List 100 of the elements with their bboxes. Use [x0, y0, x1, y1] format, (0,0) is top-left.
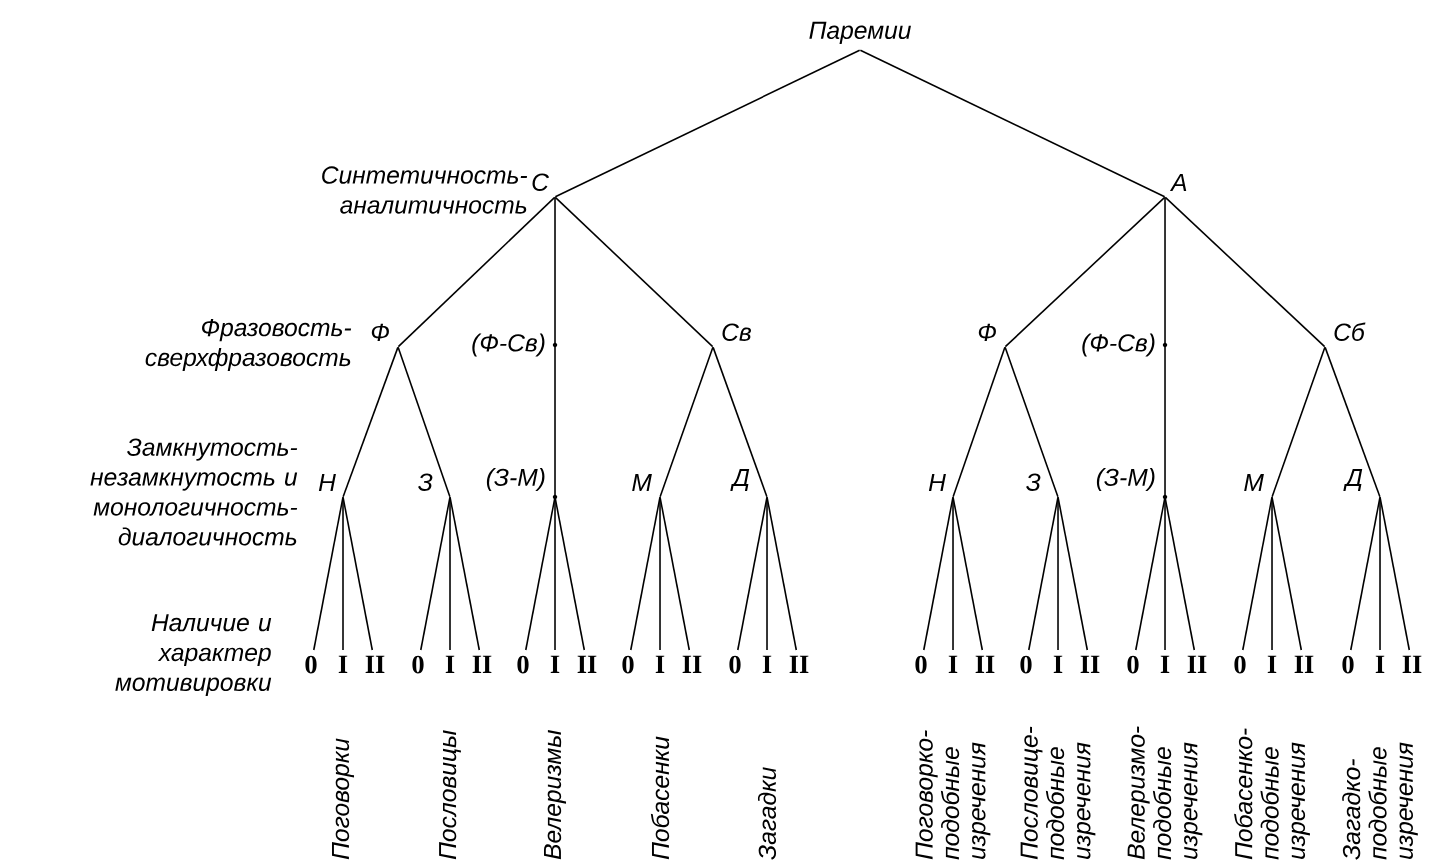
leaf-label: II — [577, 655, 597, 673]
leaf-label: II — [365, 655, 385, 673]
leaf-label: II — [789, 655, 809, 673]
leaf-label: II — [1080, 655, 1100, 673]
tree-line — [449, 496, 451, 651]
node-label: З — [418, 473, 433, 491]
leaf-label: I — [550, 655, 560, 673]
category-label: Побасенко- подобные изречения — [1234, 728, 1310, 860]
leaf-label: 0 — [729, 655, 741, 674]
tree-line — [1379, 496, 1381, 651]
leaf-label: II — [1294, 655, 1314, 673]
category-label: Поговорки — [332, 738, 354, 860]
tree-line — [1004, 346, 1059, 498]
leaf-label: II — [472, 655, 492, 673]
tree-line — [342, 346, 399, 498]
tree-line — [952, 496, 954, 651]
leaf-label: 0 — [1234, 655, 1246, 674]
tree-line — [1164, 496, 1196, 651]
tree-line — [554, 49, 861, 198]
leaf-label: I — [1160, 655, 1170, 673]
tree-line — [1271, 346, 1326, 498]
node-label: Паремии — [809, 21, 911, 44]
tree-line — [952, 496, 984, 651]
leaf-label: II — [1187, 655, 1207, 673]
category-label: Велеризмы — [544, 730, 566, 860]
node-label: Н — [318, 474, 336, 491]
tree-line — [659, 346, 714, 498]
node-label: (З-М) — [486, 468, 558, 500]
tree-line — [659, 496, 661, 651]
leaf-label: I — [445, 655, 455, 673]
tree-line — [449, 496, 481, 651]
node-label: Д — [1343, 469, 1363, 491]
tree-line — [554, 344, 556, 498]
node-label: Сб — [1334, 322, 1366, 341]
node-label: З — [1026, 473, 1041, 491]
tree-line — [766, 496, 768, 651]
leaf-label: 0 — [305, 655, 317, 674]
node-label: А — [1169, 174, 1187, 191]
tree-line — [1164, 496, 1166, 651]
tree-line — [1057, 496, 1059, 651]
level-label: Наличие и характер мотивировки — [115, 614, 272, 696]
tree-line — [554, 196, 556, 346]
tree-line — [712, 346, 768, 498]
tree-line — [554, 496, 556, 651]
leaf-label: I — [1053, 655, 1063, 673]
tree-line — [1271, 496, 1273, 651]
node-label: Н — [928, 474, 946, 491]
node-label: Ф — [978, 323, 996, 341]
leaf-label: I — [1375, 655, 1385, 673]
tree-line — [342, 496, 374, 651]
node-label: (Ф-Св) — [472, 333, 558, 357]
category-label: Пословицы — [439, 730, 461, 860]
category-label: Загадки — [757, 767, 777, 860]
tree-line — [554, 196, 714, 348]
leaf-label: 0 — [1127, 655, 1139, 674]
leaf-label: 0 — [517, 655, 529, 674]
category-label: Поговорко- подобные изречения — [915, 730, 991, 860]
tree-line — [1324, 346, 1381, 498]
tree-line — [397, 346, 451, 498]
tree-line — [1004, 196, 1166, 348]
leaf-label: II — [1402, 655, 1422, 673]
tree-line — [1164, 196, 1166, 346]
tree-line — [859, 49, 1166, 198]
node-label: М — [1244, 474, 1264, 491]
level-label: Фразовость- сверхфразовость — [145, 319, 352, 371]
node-label: С — [532, 173, 550, 191]
leaf-label: 0 — [915, 655, 927, 674]
leaf-label: I — [1267, 655, 1277, 673]
tree-line — [554, 496, 586, 651]
node-label: (З-М) — [1096, 468, 1168, 500]
category-label: Побасенки — [650, 736, 670, 860]
tree-line — [1271, 496, 1303, 651]
leaf-label: 0 — [622, 655, 634, 674]
tree-line — [1164, 344, 1166, 498]
category-label: Загадко- подобные изречения — [1342, 742, 1418, 860]
node-label: Св — [722, 323, 751, 341]
level-label: Синтетичность- аналитичность — [322, 166, 528, 214]
category-label: Велеризмо- подобные изречения — [1127, 726, 1203, 860]
leaf-label: 0 — [412, 655, 424, 674]
tree-line — [1379, 496, 1411, 651]
leaf-label: II — [975, 655, 995, 673]
leaf-label: I — [762, 655, 772, 673]
leaf-label: I — [655, 655, 665, 673]
leaf-label: I — [338, 655, 348, 673]
level-label: Замкнутость- незамкнутость и монологичность- диалогичность — [90, 438, 298, 546]
tree-line — [397, 196, 556, 348]
category-label: Пословице- подобные изречения — [1020, 726, 1096, 860]
tree-line — [342, 496, 344, 651]
tree-line — [766, 496, 798, 651]
tree-line — [952, 346, 1006, 498]
leaf-label: 0 — [1342, 655, 1354, 674]
node-label: Ф — [371, 323, 389, 341]
leaf-label: 0 — [1020, 655, 1032, 674]
tree-line — [659, 496, 691, 651]
node-label: (Ф-Св) — [1082, 333, 1168, 357]
leaf-label: II — [682, 655, 702, 673]
node-label: М — [632, 474, 652, 491]
leaf-label: I — [948, 655, 958, 673]
tree-line — [1057, 496, 1089, 651]
node-label: Д — [730, 469, 750, 491]
